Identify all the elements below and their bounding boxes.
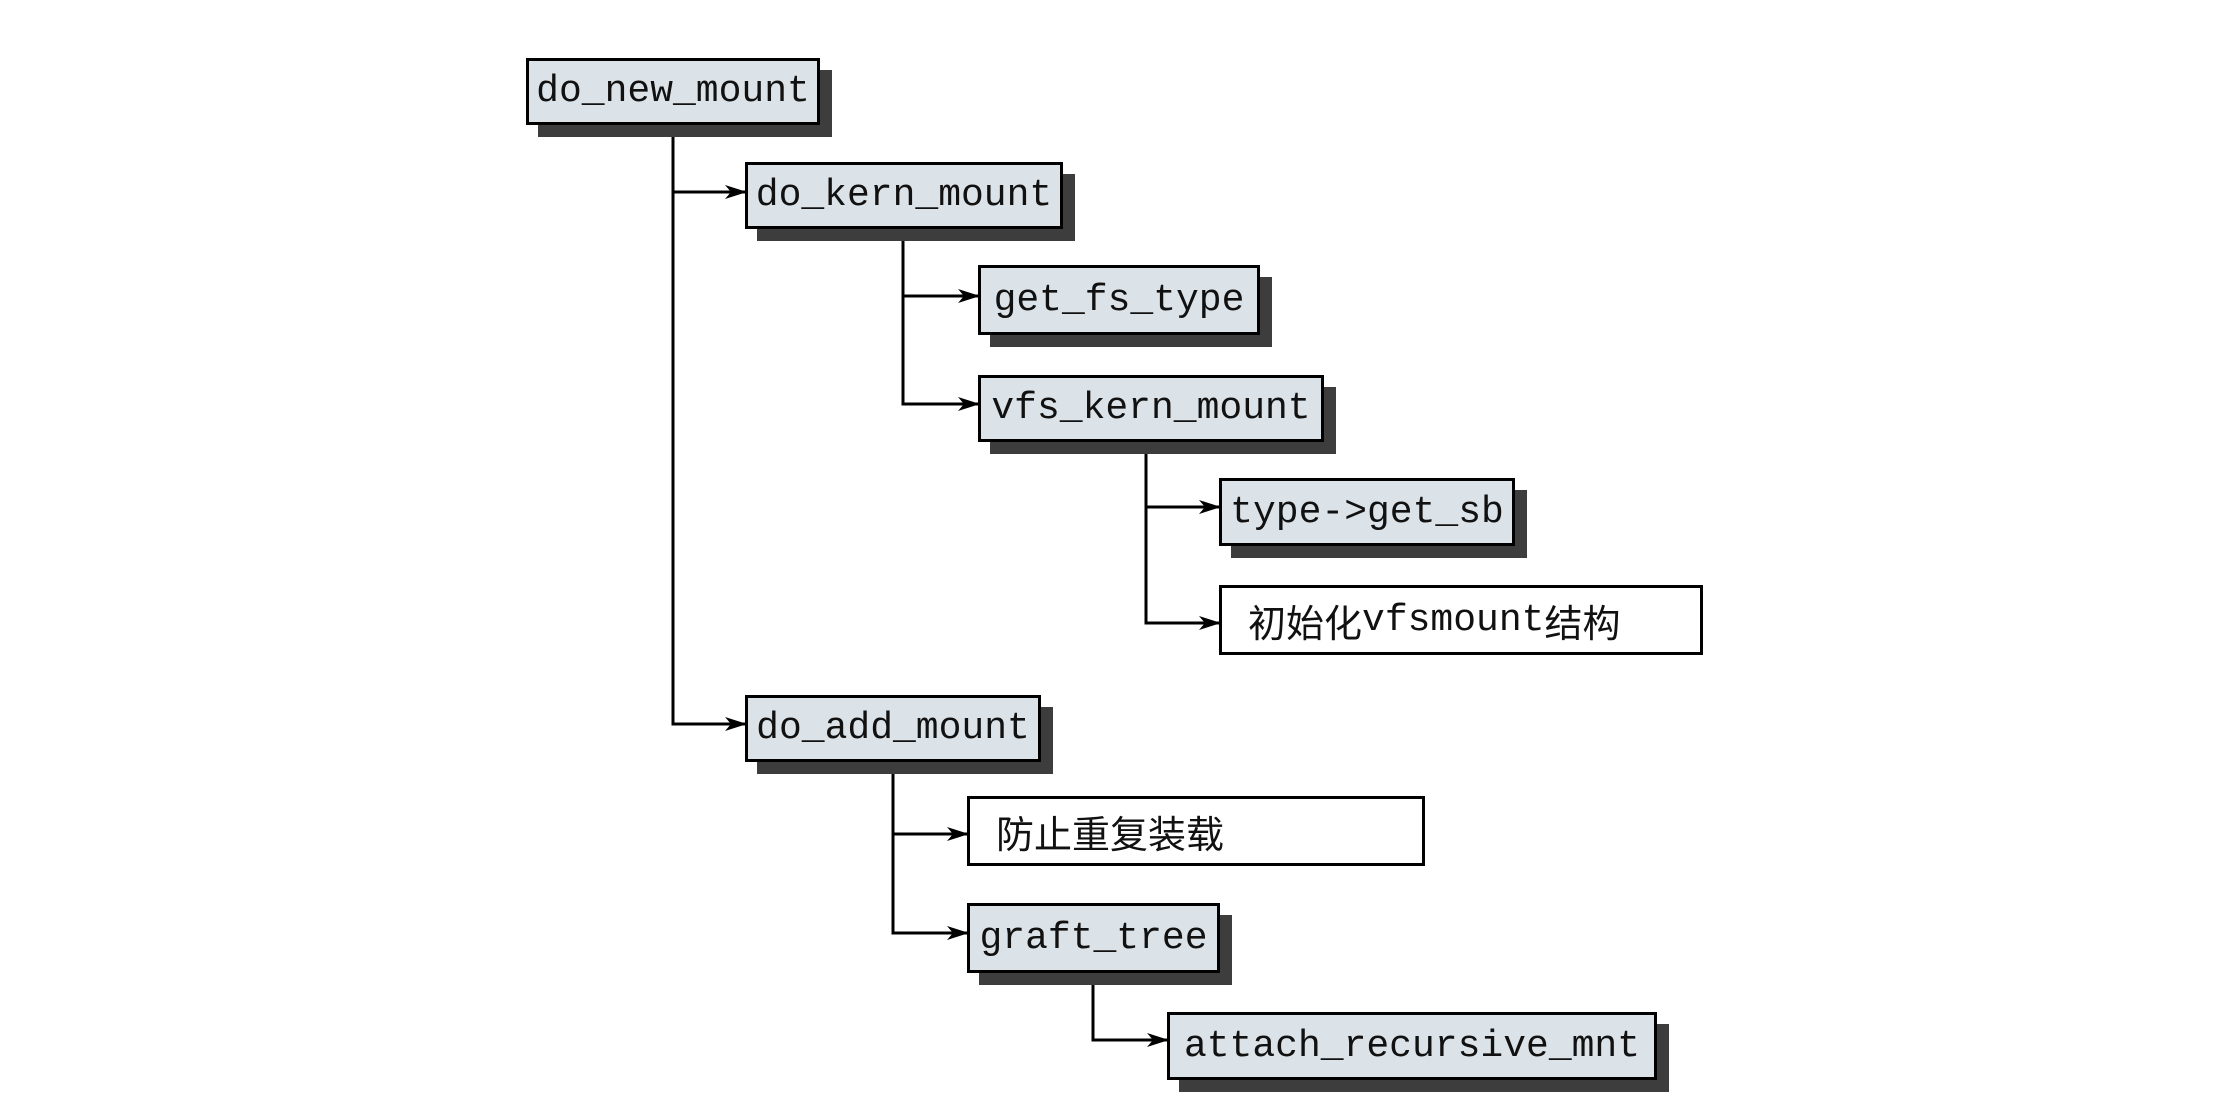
edge-do-kern-mount-to-vfs-kern-mount [901, 296, 980, 411]
node-label: 防止重复装载 [996, 812, 1225, 857]
node-label: get_fs_type [993, 278, 1245, 322]
node-label: vfs_kern_mount [991, 387, 1311, 430]
node-vfs-kern-mount: vfs_kern_mount [978, 375, 1324, 442]
node-graft-tree: graft_tree [967, 903, 1220, 973]
node-label-part: vfsmount [1362, 598, 1545, 642]
node-label: graft_tree [979, 916, 1208, 960]
edge-do-new-mount-to-do-add-mount [671, 192, 747, 731]
edge-vfs-kern-mount-to-type-get-sb [1144, 442, 1221, 514]
node-label: attach_recursive_mnt [1183, 1024, 1641, 1068]
node-attach-recursive-mnt: attach_recursive_mnt [1167, 1012, 1657, 1080]
node-do-add-mount: do_add_mount [745, 695, 1041, 762]
node-label: type->get_sb [1230, 490, 1504, 534]
node-label: do_kern_mount [755, 174, 1053, 217]
edge-do-add-mount-to-prevent-dup [891, 762, 969, 841]
edge-do-kern-mount-to-get-fs-type [901, 229, 980, 303]
node-do-new-mount: do_new_mount [526, 58, 820, 125]
edge-graft-tree-to-attach-recursive-mnt [1091, 973, 1169, 1047]
node-label-part: 结构 [1544, 601, 1621, 646]
edge-do-new-mount-to-do-kern-mount [671, 125, 747, 199]
node-do-kern-mount: do_kern_mount [745, 162, 1063, 229]
node-label: do_add_mount [756, 707, 1030, 750]
node-type-get-sb: type->get_sb [1219, 478, 1515, 546]
node-get-fs-type: get_fs_type [978, 265, 1260, 335]
node-label: do_new_mount [536, 70, 810, 113]
edge-vfs-kern-mount-to-init-vfsmount [1144, 507, 1221, 630]
node-prevent-duplicate-mount: 防止重复装载 [967, 796, 1425, 866]
node-label-part: 初始化 [1248, 601, 1363, 646]
edge-do-add-mount-to-graft-tree [891, 834, 969, 940]
